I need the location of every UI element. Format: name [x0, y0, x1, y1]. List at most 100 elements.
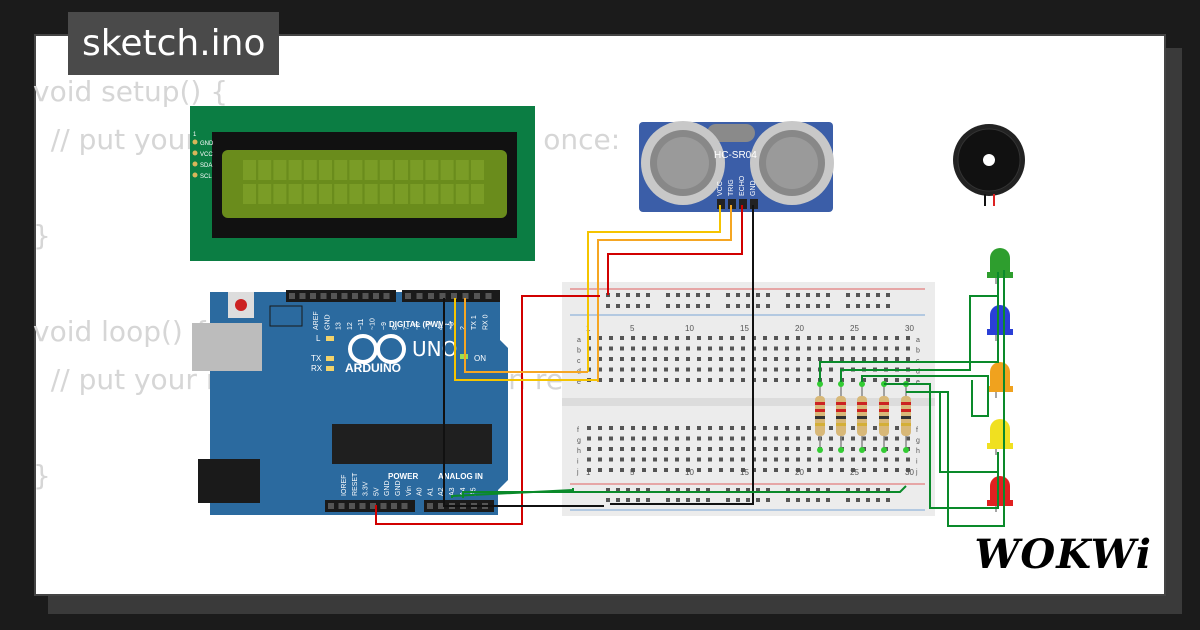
bb-hole: [653, 346, 657, 351]
bb-hole: [620, 426, 624, 430]
bb-hole: [895, 457, 899, 462]
bb-hole: [807, 457, 811, 462]
bb-hole: [719, 436, 723, 441]
bb-hole: [774, 447, 778, 451]
header-hole: [310, 293, 316, 299]
bb-hole: [686, 447, 690, 451]
bb-hole: [862, 457, 866, 462]
bb-hole: [719, 447, 723, 451]
bb-hole: [609, 357, 613, 361]
rail-hole: [676, 304, 680, 308]
rail-hole: [666, 498, 670, 502]
led-blue: [990, 305, 1010, 333]
rail-hole: [786, 498, 790, 502]
bb-hole: [598, 436, 602, 441]
rail-hole: [856, 498, 860, 502]
wire-led-orange: [861, 375, 989, 417]
bb-hole: [774, 457, 778, 462]
bb-hole: [785, 367, 789, 372]
bb-hole: [763, 367, 767, 372]
bb-hole: [840, 336, 844, 340]
header-hole: [299, 293, 306, 299]
bb-hole: [675, 447, 679, 451]
bb-hole: [829, 468, 833, 472]
rail-hole: [756, 498, 760, 502]
bb-col-number: 5: [630, 468, 635, 477]
rail-hole: [816, 498, 820, 502]
bb-hole: [884, 378, 888, 382]
rail-hole: [616, 488, 620, 492]
rail-hole: [696, 293, 700, 297]
bb-hole: [884, 457, 888, 462]
bb-row-letter: a: [577, 337, 581, 344]
resistor-band: [879, 409, 889, 412]
rail-hole: [766, 293, 770, 297]
bb-hole: [609, 378, 613, 382]
resistor-band: [815, 409, 825, 412]
bb-hole: [609, 468, 613, 472]
rail-hole: [766, 488, 770, 492]
buzzer[interactable]: [953, 124, 1025, 206]
bb-hole: [697, 457, 701, 462]
rail-hole: [806, 304, 810, 308]
bb-hole: [741, 378, 745, 382]
digital-label: DIGITAL (PWM~): [389, 320, 452, 329]
bb-hole: [895, 357, 899, 361]
wire-led-gnd: [910, 270, 1005, 527]
bb-hole: [807, 367, 811, 372]
bb-hole: [829, 336, 833, 340]
rail-hole: [606, 498, 610, 502]
arduino-brand: ARDUINO: [345, 361, 401, 375]
bb-hole: [686, 357, 690, 361]
lcd-cell: [425, 160, 439, 180]
bb-hole: [642, 468, 646, 472]
file-tab[interactable]: sketch.ino: [68, 12, 280, 75]
bb-hole: [785, 336, 789, 340]
header-hole: [370, 503, 376, 509]
bb-hole: [873, 336, 877, 340]
rail-hole: [816, 488, 820, 492]
header-hole: [359, 503, 366, 509]
bb-hole: [664, 346, 668, 351]
on-label: ON: [474, 354, 486, 363]
arduino-bottom-pin-label: 3.3V: [363, 481, 370, 496]
wire-sensor-echo: [607, 205, 743, 295]
bb-hole: [675, 457, 679, 462]
rail-hole: [736, 488, 740, 492]
bb-hole: [741, 468, 745, 472]
bb-hole: [675, 426, 679, 430]
bb-hole: [862, 336, 866, 340]
rail-hole: [686, 498, 690, 502]
header-hole: [320, 293, 327, 299]
bb-hole: [774, 426, 778, 430]
bb-hole: [631, 426, 635, 430]
bb-hole: [785, 346, 789, 351]
lcd-cell: [243, 160, 256, 180]
bb-hole: [598, 468, 602, 472]
breadboard-holes: [570, 288, 925, 511]
bb-hole: [763, 468, 767, 472]
rail-hole: [876, 304, 880, 308]
lcd-cell: [364, 184, 378, 204]
bb-hole: [719, 336, 723, 340]
rail-hole: [846, 304, 850, 308]
bb-hole: [796, 367, 800, 372]
header-hole: [383, 293, 390, 299]
bb-hole: [675, 436, 679, 441]
rail-hole: [626, 488, 630, 492]
bb-hole: [708, 357, 712, 361]
bb-hole: [906, 378, 910, 382]
bb-hole: [719, 426, 723, 430]
bb-hole: [884, 436, 888, 441]
rail-hole: [806, 293, 810, 297]
bb-hole: [840, 346, 844, 351]
tx-label: TX: [311, 354, 322, 363]
rail-hole: [726, 304, 730, 308]
wire-led-blue: [840, 295, 998, 382]
